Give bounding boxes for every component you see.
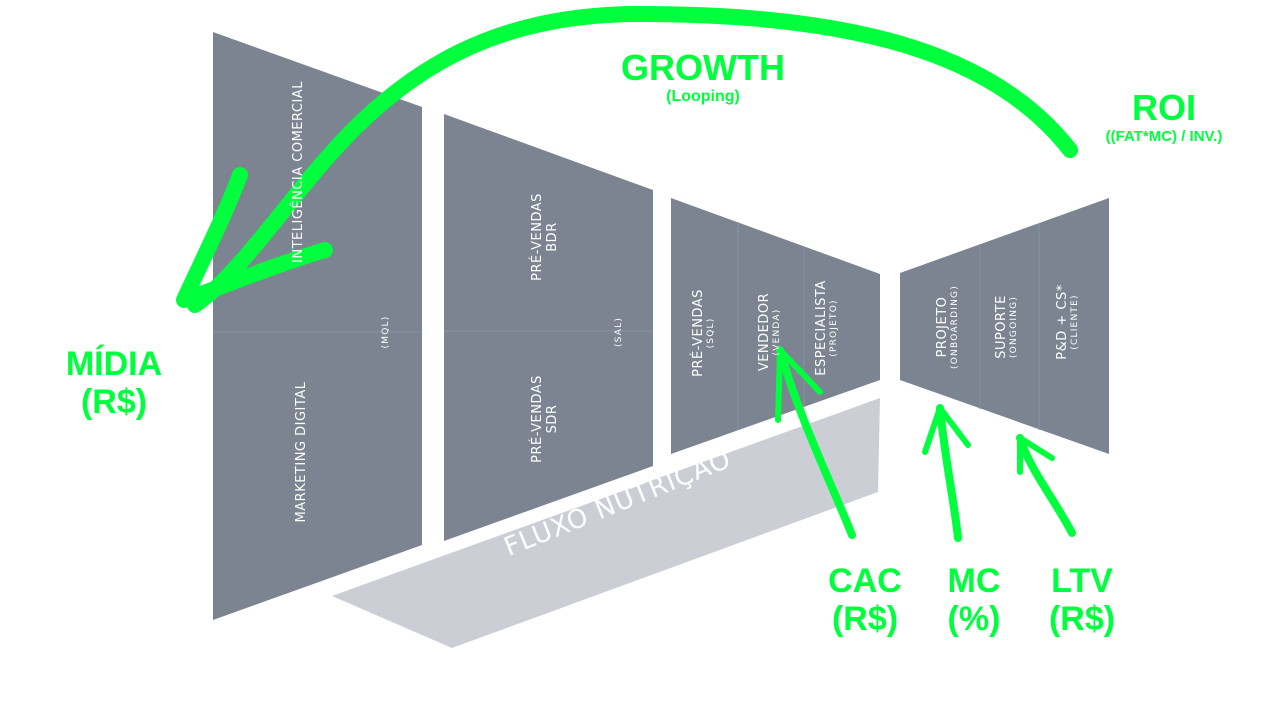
nutrition-flow-band <box>332 398 880 648</box>
mc-annotation: MC (%) <box>932 562 1016 638</box>
midia-title: MÍDIA <box>65 345 163 383</box>
mc-subtitle: (%) <box>947 600 1001 638</box>
mc-title: MC <box>947 562 1001 600</box>
label-projeto: PROJETO (ONBOARDING) <box>935 272 961 382</box>
stage-sales-panel <box>671 198 880 454</box>
stage-sal-panel <box>444 114 653 541</box>
ltv-subtitle: (R$) <box>1048 600 1116 638</box>
mc-arrow <box>936 404 962 542</box>
label-vendedor: VENDEDOR (VENDA) <box>757 282 783 382</box>
stage-segment-label: PRÉ-VENDAS <box>530 193 545 281</box>
stage-segment-label: MARKETING DIGITAL <box>294 381 309 523</box>
stage-segment-label: P&D + CS* <box>1055 284 1070 360</box>
ltv-title: LTV <box>1051 562 1113 600</box>
growth-loop-arrow <box>187 5 1078 313</box>
cac-annotation: CAC (R$) <box>815 562 915 638</box>
label-prevendas-sdr: PRÉ-VENDAS SDR <box>530 364 560 474</box>
midia-annotation: MÍDIA (R$) <box>44 345 184 421</box>
stage-mql-panel <box>213 32 422 620</box>
label-sal-tag: (SAL) <box>614 312 625 352</box>
cac-arrow <box>776 346 856 539</box>
mc-arrowhead-icon <box>922 405 971 455</box>
label-especialista: ESPECIALISTA (PROJETO) <box>814 268 840 388</box>
stage-segment-label: PROJETO <box>935 296 950 358</box>
stage-tag: (SAL) <box>614 316 624 348</box>
stage-segment-sub: (ONBOARDING) <box>950 285 960 369</box>
roi-title: ROI <box>1131 87 1196 128</box>
stage-segment-label: PRÉ-VENDAS <box>530 375 545 463</box>
label-prevendas-bdr: PRÉ-VENDAS BDR <box>530 182 560 292</box>
stage-segment-sub: (CLIENTE) <box>1070 294 1080 350</box>
stage-segment-sub: SDR <box>545 404 560 434</box>
label-marketing-digital: MARKETING DIGITAL <box>294 362 309 542</box>
stage-segment-label: PRÉ-VENDAS <box>691 289 706 377</box>
growth-title: GROWTH <box>621 47 785 88</box>
stage-segment-sub: (VENDA) <box>772 308 782 356</box>
stage-segment-label: ESPECIALISTA <box>814 280 829 376</box>
stage-tag: (MQL) <box>381 315 391 349</box>
growth-annotation: GROWTH (Looping) <box>603 48 803 106</box>
ltv-annotation: LTV (R$) <box>1032 562 1132 638</box>
stage-segment-sub: (PROJETO) <box>829 299 839 357</box>
roi-annotation: ROI ((FAT*MC) / INV.) <box>1074 87 1254 146</box>
cac-arrowhead-icon <box>775 347 823 423</box>
cac-subtitle: (R$) <box>831 600 899 638</box>
label-suporte: SUPORTE (ONGOING) <box>994 282 1020 372</box>
label-inteligencia-comercial: INTELIGÊNCIA COMERCIAL <box>291 52 306 292</box>
stage-segment-sub: (ONGOING) <box>1009 295 1019 359</box>
stage-segment-sub: (SQL) <box>706 317 716 349</box>
label-prevendas-sql: PRÉ-VENDAS (SQL) <box>691 273 717 393</box>
midia-subtitle: (R$) <box>80 383 148 421</box>
label-pd-cs: P&D + CS* (CLIENTE) <box>1055 272 1081 372</box>
growth-subtitle: (Looping) <box>666 88 740 105</box>
ltv-arrowhead-icon <box>1017 435 1055 475</box>
stage-segment-label: INTELIGÊNCIA COMERCIAL <box>291 81 306 263</box>
label-mql-tag: (MQL) <box>381 312 392 352</box>
stage-segment-sub: BDR <box>545 222 560 252</box>
stage-segment-label: SUPORTE <box>994 295 1009 359</box>
ltv-arrow <box>1016 434 1076 537</box>
cac-title: CAC <box>828 562 902 600</box>
stage-postsale-panel <box>900 198 1109 454</box>
roi-subtitle: ((FAT*MC) / INV.) <box>1105 128 1223 145</box>
stage-segment-label: VENDEDOR <box>757 292 772 372</box>
growth-loop-arrowhead-icon <box>176 167 333 308</box>
